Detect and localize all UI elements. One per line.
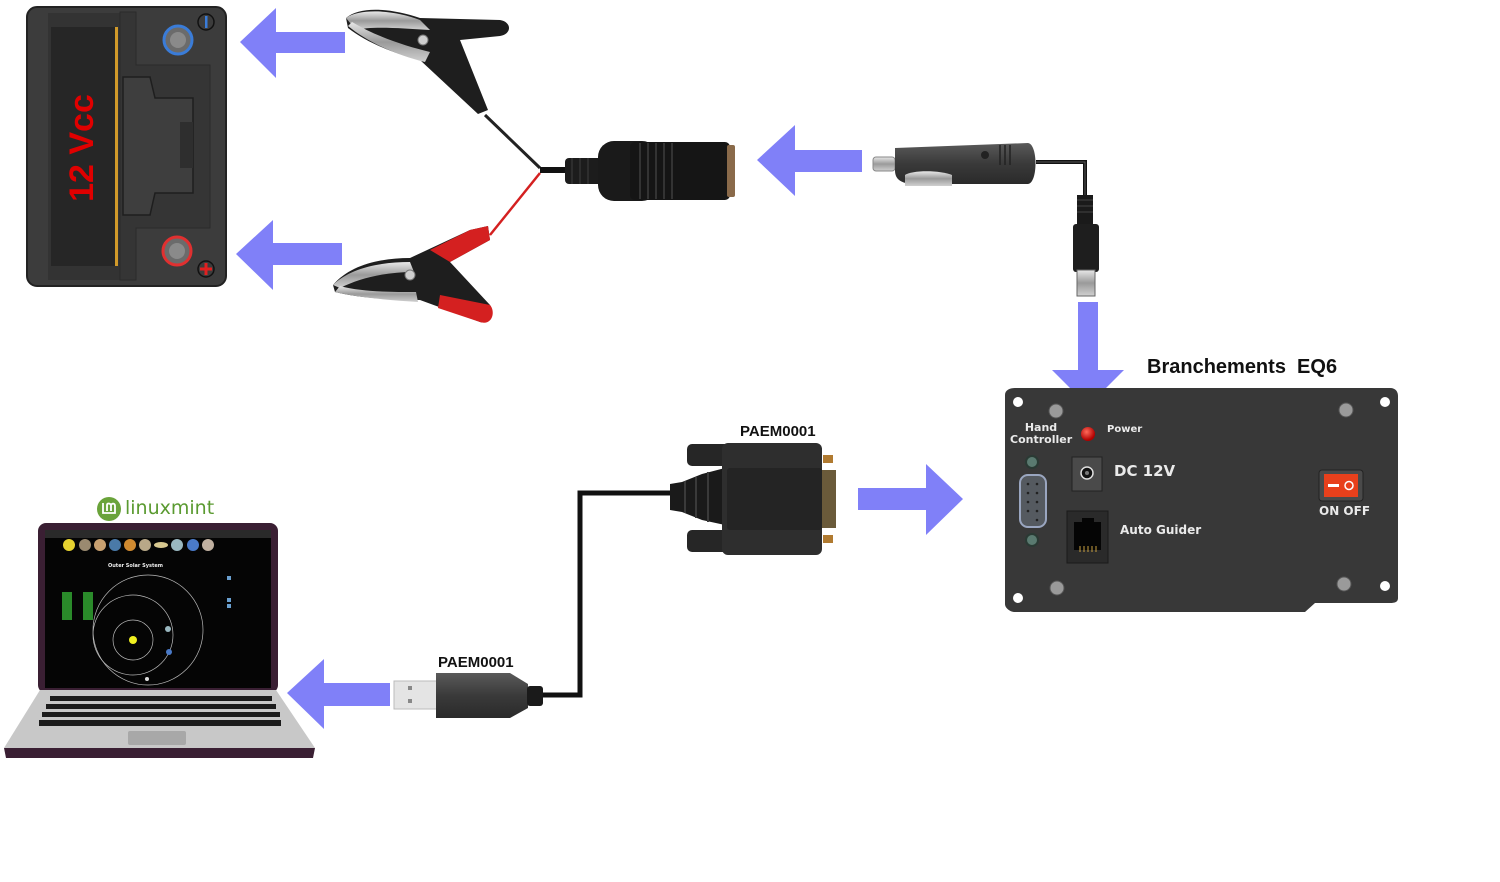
arrow-to-battery-negative <box>240 8 345 78</box>
screw-icon <box>1048 402 1354 596</box>
on-off-switch <box>1318 469 1364 502</box>
dc-jack-icon <box>1071 456 1103 492</box>
cigarette-lighter-plug <box>872 143 1099 297</box>
on-off-label: ON OFF <box>1319 504 1371 518</box>
usb-connector-icon <box>393 673 543 718</box>
power-led-icon <box>1081 427 1095 441</box>
serial-usb-cable <box>393 443 836 718</box>
arrow-to-laptop <box>287 659 390 729</box>
hand-controller-line1: Hand <box>1024 421 1058 434</box>
power-label: Power <box>1107 424 1143 435</box>
battery-voltage-text: 12 Vcc <box>63 94 101 202</box>
battery <box>26 6 227 287</box>
arrow-to-cigarette-socket <box>757 125 862 196</box>
negative-terminal-icon <box>162 13 215 56</box>
arrows <box>236 8 1124 729</box>
orbit-lines <box>92 574 204 686</box>
keyboard-icon <box>39 696 281 726</box>
hand-controller-label: Hand Controller <box>1010 422 1072 446</box>
positive-terminal-icon <box>161 235 215 278</box>
laptop-screen-title: Outer Solar System <box>108 563 163 569</box>
cigarette-lighter-socket <box>565 141 735 201</box>
dc-12v-label: DC 12V <box>1114 462 1176 480</box>
battery-label: 12 Vcc <box>52 94 112 202</box>
auto-guider-label: Auto Guider <box>1120 523 1202 537</box>
arrow-down-to-eq6 <box>1052 302 1124 406</box>
eq6-panel <box>1005 388 1398 612</box>
db9-connector-icon <box>670 443 836 555</box>
rj-port-icon <box>1066 510 1109 564</box>
arrow-to-battery-positive <box>236 220 342 290</box>
linuxmint-logo-icon <box>97 497 121 521</box>
trackpad <box>128 731 186 745</box>
usb-cable-label: PAEM0001 <box>438 654 514 671</box>
black-clip-icon <box>346 9 509 114</box>
planet-icons <box>63 539 214 551</box>
diagram-title: Branchements EQ6 <box>1147 356 1338 378</box>
red-clip-icon <box>333 226 493 323</box>
db9-port-icon <box>1019 455 1047 547</box>
serial-cable-label: PAEM0001 <box>740 423 816 440</box>
arrow-to-eq6-serial <box>858 464 963 535</box>
laptop-screen <box>45 530 271 688</box>
crocodile-clip-cable <box>333 9 575 323</box>
laptop <box>4 523 315 758</box>
linuxmint-logo-text: linuxmint <box>125 497 215 519</box>
hand-controller-line2: Controller <box>1010 433 1073 446</box>
